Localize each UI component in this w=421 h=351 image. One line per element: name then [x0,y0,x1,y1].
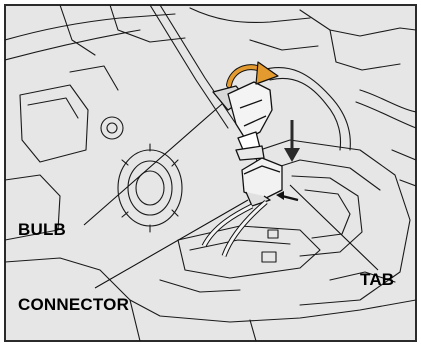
diagram-frame [5,5,416,341]
bulb-label: BULB [18,221,66,238]
tab-label: TAB [360,271,394,288]
connector-label: CONNECTOR [18,296,129,313]
